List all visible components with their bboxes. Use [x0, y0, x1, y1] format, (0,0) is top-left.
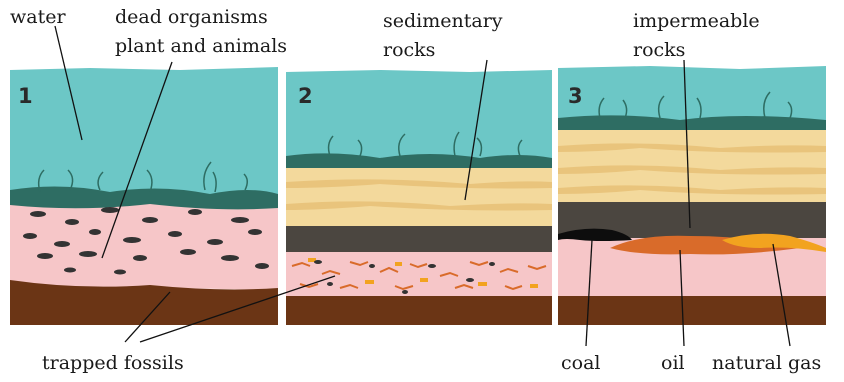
label-coal: coal — [561, 352, 600, 374]
label-natural-gas: natural gas — [712, 352, 821, 374]
label-dead-organisms-line2: plant and animals — [115, 35, 287, 57]
label-water: water — [10, 6, 66, 28]
panel-1-number: 1 — [18, 84, 33, 108]
panel-2-sedimentary-rocks — [286, 168, 552, 226]
panel-3-number: 3 — [568, 84, 583, 108]
panel-2-sediment-pink — [286, 252, 552, 298]
label-sedimentary-line1: sedimentary — [383, 10, 503, 32]
label-impermeable-line1: impermeable — [633, 10, 760, 32]
panel-2-water — [286, 70, 552, 165]
panel-2-bedrock — [286, 296, 552, 325]
panel-2-number: 2 — [298, 84, 313, 108]
label-dead-organisms-line1: dead organisms — [115, 6, 268, 28]
label-trapped-fossils: trapped fossils — [42, 352, 184, 374]
panel-1-sediment-pink — [10, 204, 278, 290]
panel-1-water — [10, 67, 278, 200]
panel-2-dark-rock-layer — [286, 226, 552, 252]
label-oil: oil — [661, 352, 685, 374]
label-impermeable-line2: rocks — [633, 39, 685, 61]
panel-2-seabed — [286, 153, 552, 170]
panel-2 — [286, 70, 552, 325]
panel-1 — [10, 67, 278, 325]
label-sedimentary-line2: rocks — [383, 39, 435, 61]
panel-3 — [558, 66, 826, 325]
